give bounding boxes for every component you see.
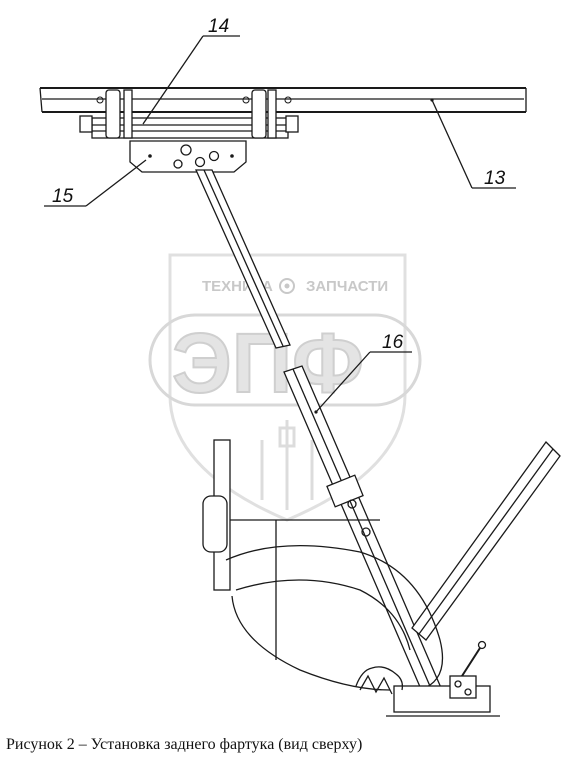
lower-strut — [283, 365, 449, 711]
upper-strut — [194, 169, 291, 349]
watermark: ТЕХНИКА ЗАПЧАСТИ ЭПФ — [148, 253, 422, 522]
figure-caption: Рисунок 2 – Установка заднего фартука (в… — [6, 736, 363, 753]
watermark-text-right: ЗАПЧАСТИ — [306, 278, 388, 295]
diagonal-bar — [411, 441, 561, 641]
callout-13: 13 — [484, 168, 506, 189]
leader-lines — [44, 35, 516, 414]
gear-icon — [279, 278, 295, 294]
mounting-plate — [129, 140, 247, 173]
fender-assembly — [202, 439, 500, 717]
wheat-icon — [260, 420, 314, 510]
callout-15: 15 — [52, 186, 74, 207]
callout-14: 14 — [208, 16, 229, 37]
top-beam — [39, 87, 527, 113]
callout-16: 16 — [382, 332, 404, 353]
bracket-assembly — [79, 89, 299, 139]
